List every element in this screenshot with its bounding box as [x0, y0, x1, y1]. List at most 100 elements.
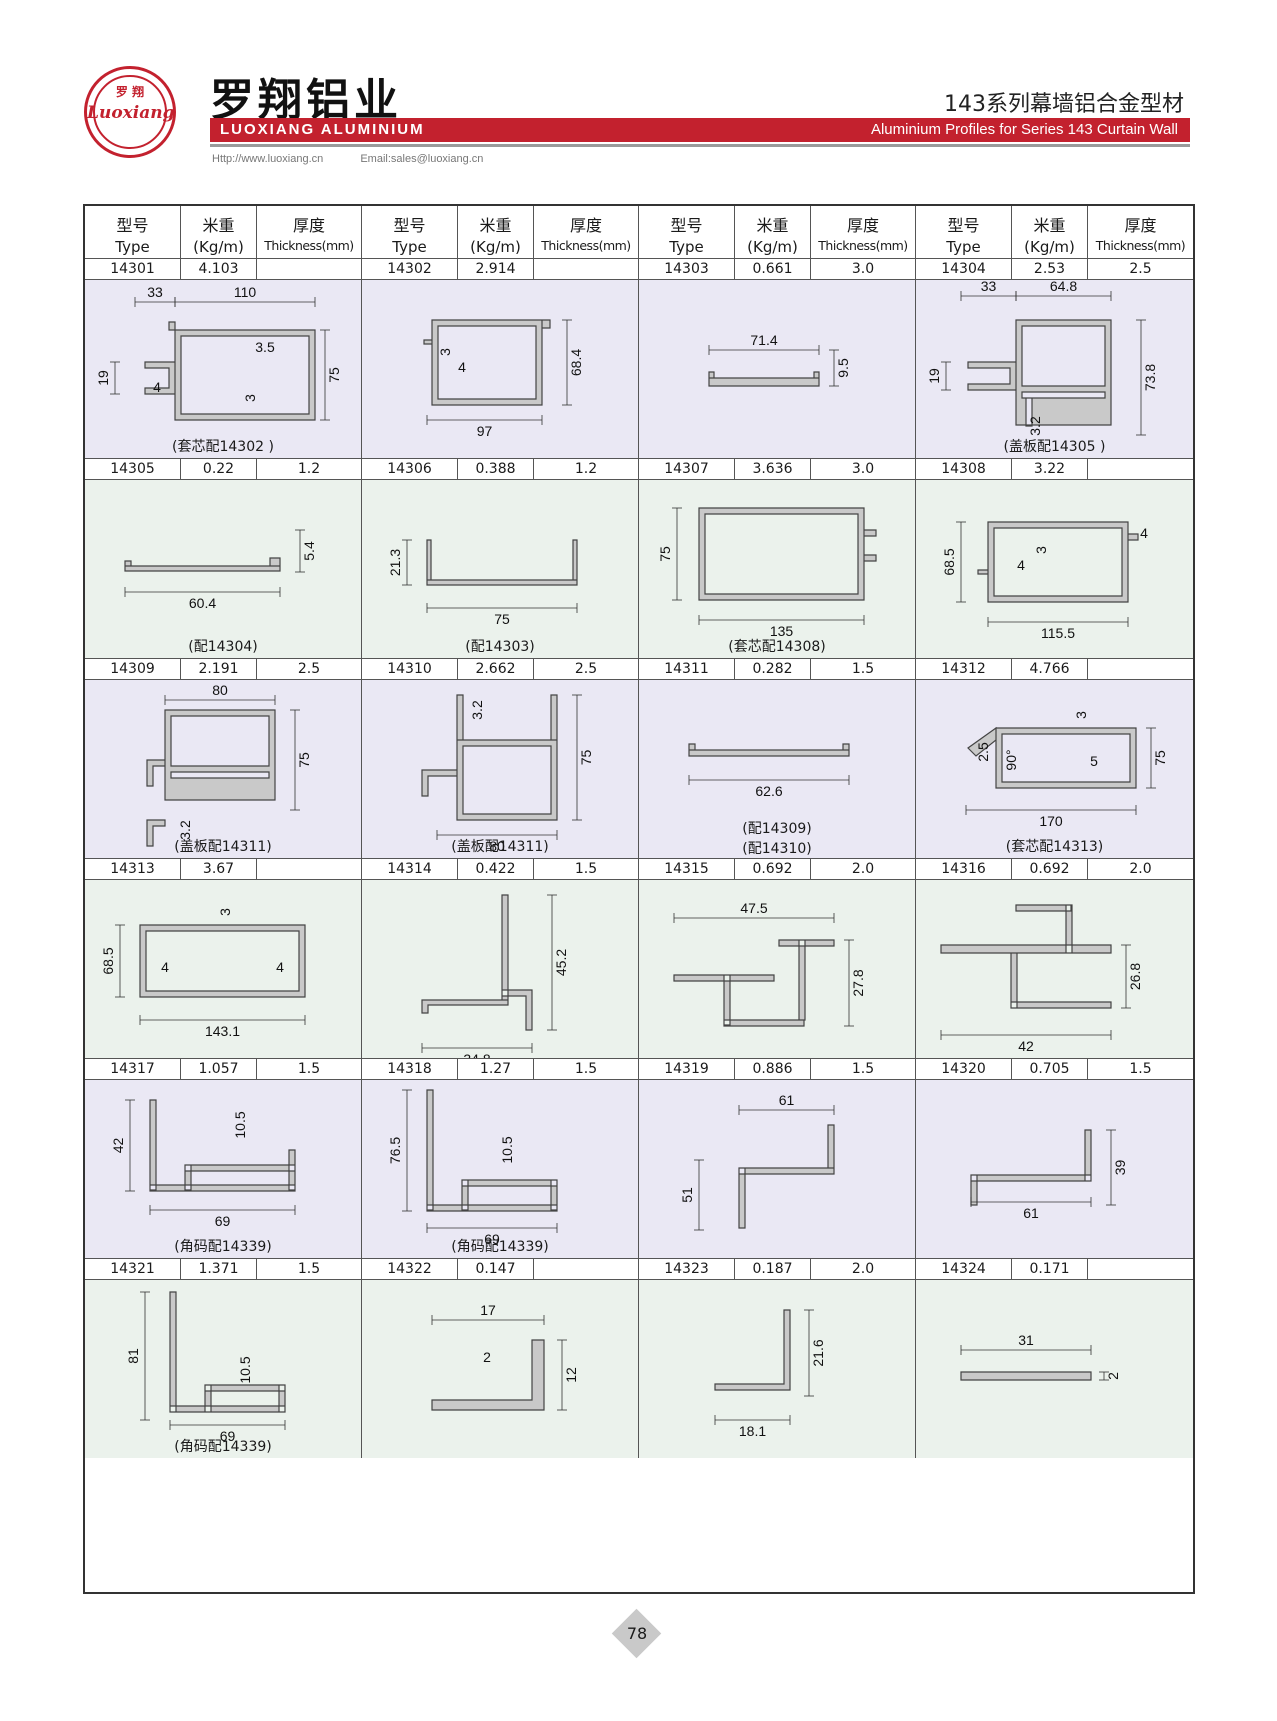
dimension-label: 51	[679, 1187, 695, 1203]
weight-cell: 0.692	[1012, 859, 1088, 880]
website-link[interactable]: Http://www.luoxiang.cn	[212, 153, 324, 165]
dimension-label: 60.4	[189, 595, 216, 611]
dimension-label: 4	[161, 959, 169, 975]
dimension-label: 68.4	[568, 349, 584, 376]
header-red-bar: LUOXIANG ALUMINIUM Aluminium Profiles fo…	[210, 118, 1190, 142]
profile-outline	[423, 319, 551, 406]
profile-note: (配14303)	[465, 639, 535, 655]
weight-cell: 0.388	[458, 459, 534, 480]
header-thk-cn: 厚度	[1124, 216, 1157, 235]
dimension-label: 9.5	[835, 358, 851, 378]
logo-cn: 罗 翔	[115, 85, 145, 99]
dimension-label: 2	[1105, 1372, 1121, 1380]
header-thk-cell: 厚度 Thickness(mm)	[1088, 206, 1193, 258]
profile-note: (盖板配14311)	[451, 839, 549, 855]
dimension-label: 4	[458, 359, 466, 375]
profile-drawing-cell: 45.234.8	[362, 880, 639, 1058]
thickness-cell: 2.5	[1129, 261, 1152, 277]
type-cell: 14301	[85, 259, 181, 280]
dimension-label: 33	[147, 284, 163, 300]
dimension-label: 97	[477, 423, 493, 439]
profile-cross-section-14314: 45.234.8	[421, 894, 569, 1058]
header-weight-en: (Kg/m)	[747, 238, 798, 256]
logo-script: Luoxiang	[87, 103, 175, 123]
weight-cell: 3.636	[735, 459, 811, 480]
header-thk-en: Thickness(mm)	[1095, 238, 1186, 253]
luoxiang-logo: 罗 翔 Luoxiang	[84, 66, 176, 158]
thickness-cell: 2.0	[1129, 861, 1152, 877]
dimension-label: 69	[215, 1213, 231, 1229]
profile-cross-section-14305: 5.4 60.4	[124, 529, 317, 611]
thickness-cell: 1.5	[257, 1259, 362, 1280]
dimension-label: 62.6	[755, 783, 782, 799]
dimension-label: 75	[578, 750, 594, 766]
dimension-label: 61	[1023, 1205, 1039, 1221]
header-thk-cn: 厚度	[292, 216, 325, 235]
profile-cross-section-14303: 71.49.5	[708, 332, 851, 387]
thickness-cell	[1088, 1259, 1193, 1280]
thickness-cell	[257, 859, 362, 880]
profile-note: (角码配14339)	[174, 1239, 272, 1255]
profile-outline	[967, 319, 1112, 427]
weight-cell: 0.692	[735, 859, 811, 880]
profile-note: (配14309)	[742, 821, 812, 837]
dimension-label: 3	[217, 908, 233, 916]
type-cell: 14307	[639, 459, 735, 480]
thickness-cell: 3.0	[811, 259, 916, 280]
page-number: 78	[626, 1624, 648, 1643]
profile-outline	[673, 939, 835, 1027]
thickness-cell: 2.0	[811, 859, 916, 880]
header-weight-cn: 米重	[202, 216, 235, 235]
type-cell: 14304	[916, 259, 1012, 280]
thickness-cell	[534, 259, 639, 280]
dimension-label: 21.3	[387, 549, 403, 576]
header-type-cn: 型号	[393, 216, 426, 235]
profile-outline	[124, 557, 281, 572]
weight-cell: 2.191	[181, 659, 257, 680]
thickness-cell: 2.5	[534, 659, 639, 680]
dimension-label: 75	[1152, 750, 1168, 766]
header-weight-cn: 米重	[1033, 216, 1066, 235]
profile-outline	[426, 539, 578, 586]
type-cell: 14312	[916, 659, 1012, 680]
dimension-label: 10.5	[232, 1111, 248, 1138]
dimension-label: 2	[483, 1349, 491, 1365]
title-cn: 143系列幕墙铝合金型材	[944, 92, 1184, 117]
header-weight-cn: 米重	[479, 216, 512, 235]
profile-cross-section-14306: 21.375	[387, 539, 578, 627]
profile-note: (配14310)	[742, 841, 812, 857]
dimension-label: 5	[1090, 753, 1098, 769]
weight-cell: 4.103	[181, 259, 257, 280]
weight-cell: 3.22	[1012, 459, 1088, 480]
type-cell: 14322	[362, 1259, 458, 1280]
thickness-cell: 1.5	[257, 1059, 362, 1080]
email-link[interactable]: Email:sales@luoxiang.cn	[360, 153, 484, 165]
dimension-label: 2.5	[975, 742, 991, 762]
header-type-cn: 型号	[947, 216, 980, 235]
profile-outline	[940, 904, 1112, 1009]
profile-outline	[426, 1089, 558, 1212]
dimension-label: 5.4	[301, 541, 317, 561]
dimension-label: 45.2	[553, 949, 569, 976]
